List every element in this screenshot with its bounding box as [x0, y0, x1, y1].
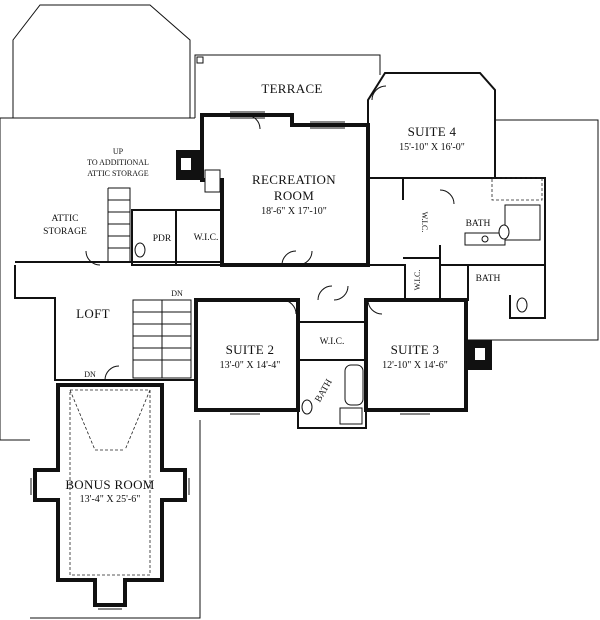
bath-suite2-label: BATH: [314, 378, 335, 405]
wet-bar: [204, 169, 221, 193]
roof-outline-bottom: [30, 420, 201, 619]
attic-note-up: UP: [113, 147, 124, 156]
attic-storage-label-2: STORAGE: [43, 227, 87, 237]
pdr-toilet: [134, 242, 146, 258]
terrace-outline: [194, 54, 381, 118]
bathtub: [344, 364, 364, 406]
bonus-room-dims: 13'-4" X 25'-6": [80, 494, 141, 505]
wic-suite2-label: W.I.C.: [320, 337, 345, 347]
wic-suite3-label: W.I.C.: [413, 270, 422, 291]
bonus-room-ceiling-line: [69, 389, 151, 576]
bonus-room-label: BONUS ROOM: [65, 477, 154, 492]
wic-suite4-label: W.I.C.: [420, 212, 429, 233]
suite3-walls: [364, 298, 468, 412]
shower: [504, 204, 541, 241]
toilet: [498, 224, 510, 240]
suite3-bath-outer: [509, 264, 546, 319]
fireplace-opening: [475, 348, 485, 360]
suite2-toilet: [301, 399, 313, 415]
bath-closet: [491, 177, 543, 201]
roof-outline-upper-left: [12, 4, 191, 118]
door-swing: [317, 285, 333, 301]
attic-storage-label: ATTIC: [52, 214, 79, 224]
suite3-label: SUITE 3: [391, 342, 440, 357]
suite3-bath-walls: [439, 265, 469, 301]
bath-suite3-label: BATH: [476, 274, 501, 284]
bonus-ceiling-slope: [69, 389, 96, 451]
suite2-dims: 13'-0" X 14'-4": [220, 360, 281, 371]
sink: [481, 235, 489, 243]
corridor-right-wall: [368, 264, 406, 300]
door-swing: [297, 250, 313, 266]
roof-outline-right: [468, 119, 599, 341]
suite4-dims: 15'-10" X 16'-0": [399, 142, 465, 153]
bath-suite4-label: BATH: [466, 219, 491, 229]
roof-outline-lower-left: [0, 118, 30, 441]
door-swing: [281, 299, 297, 315]
attic-note-line3: ATTIC STORAGE: [87, 169, 149, 178]
door-swing: [245, 114, 261, 130]
attic-note-line2: TO ADDITIONAL: [87, 158, 149, 167]
bonus-ceiling-slope: [124, 389, 151, 451]
attic-stair: [107, 187, 131, 263]
door-swing: [439, 189, 455, 205]
door-swing: [333, 285, 349, 301]
wic-recreation-walls: [175, 209, 223, 266]
door-swing: [371, 85, 387, 101]
door-swing: [85, 250, 101, 266]
corridor-walls-lower: [14, 265, 130, 381]
terrace-label: TERRACE: [261, 81, 322, 96]
wic-recreation-label: W.I.C.: [194, 233, 219, 243]
stair-dn-label: DN: [171, 289, 183, 298]
door-swing: [281, 250, 297, 266]
suite3-dims: 12'-10" X 14'-6": [382, 360, 448, 371]
suite4-label: SUITE 4: [408, 124, 457, 139]
recreation-room-dims: 18'-6" X 17'-10": [261, 206, 327, 217]
recreation-room-label-2: ROOM: [274, 188, 314, 203]
suite2-label: SUITE 2: [226, 342, 275, 357]
loft-label: LOFT: [76, 306, 110, 321]
suite3-toilet: [516, 297, 528, 313]
recreation-room-label: RECREATION: [252, 172, 336, 187]
bonus-dn-label: DN: [84, 370, 96, 379]
door-swing: [104, 365, 120, 381]
pdr-label: PDR: [153, 234, 172, 244]
suite2-vanity: [339, 407, 363, 425]
fireplace-opening: [181, 158, 191, 170]
terrace-post: [196, 56, 204, 64]
door-swing: [367, 299, 383, 315]
